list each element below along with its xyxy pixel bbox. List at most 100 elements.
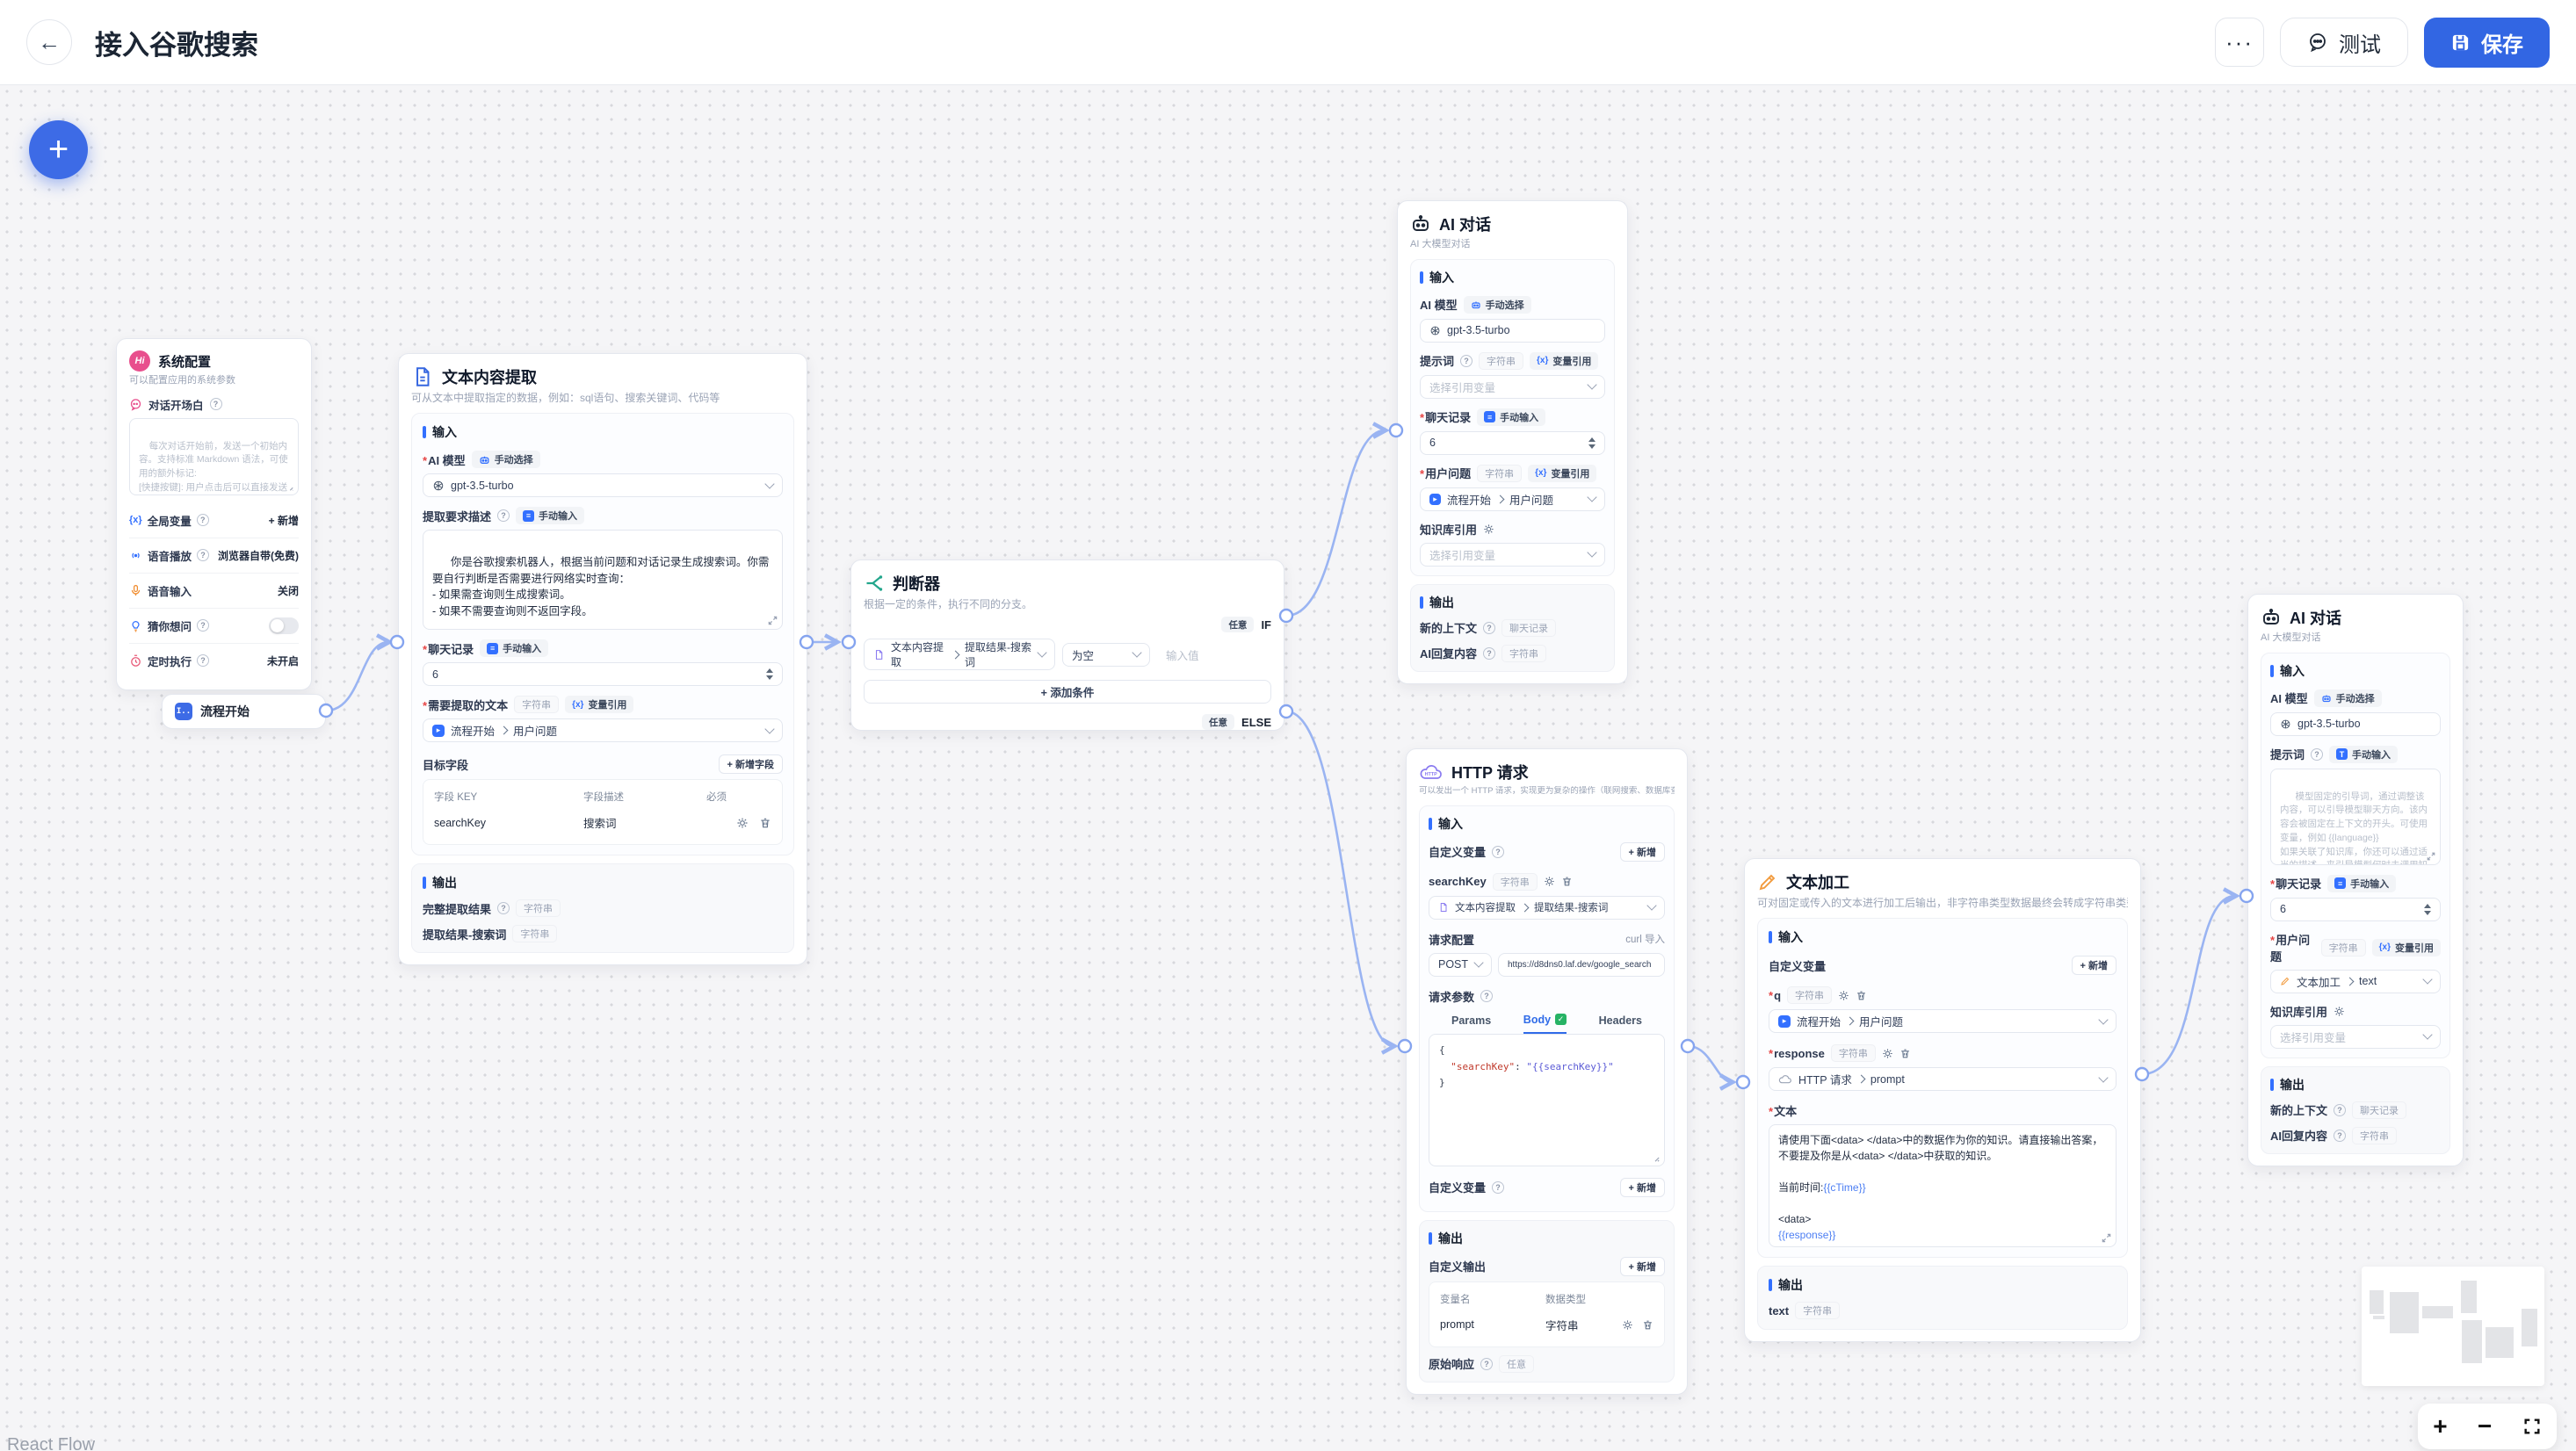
node-http-request[interactable]: HTTP HTTP 请求 可以发出一个 HTTP 请求，实现更为复杂的操作（联网… bbox=[1406, 748, 1688, 1395]
kb-var-select[interactable]: 选择引用变量 bbox=[1420, 542, 1605, 567]
node-ai-chat-right[interactable]: AI 对话 AI 大模型对话 输入 AI 模型 手动选择 gpt-3.5-tur… bbox=[2247, 594, 2464, 1166]
help-icon[interactable]: ? bbox=[497, 902, 510, 915]
node-text-extract[interactable]: 文本内容提取 可从文本中提取指定的数据，例如：sql语句、搜索关键词、代码等 输… bbox=[398, 353, 807, 966]
condition-operator-select[interactable]: 为空 bbox=[1062, 642, 1150, 667]
curl-import-button[interactable]: curl 导入 bbox=[1625, 935, 1665, 946]
any-badge[interactable]: 任意 bbox=[1202, 714, 1235, 731]
help-icon[interactable]: ? bbox=[197, 654, 210, 668]
gear-icon[interactable] bbox=[1622, 1319, 1633, 1331]
chat-rounds-input[interactable]: 6 bbox=[2270, 897, 2441, 921]
expand-icon[interactable] bbox=[2427, 852, 2435, 861]
var-ref-badge[interactable]: {x}变量引用 bbox=[1530, 351, 1599, 370]
gear-icon[interactable] bbox=[1483, 523, 1494, 535]
guess-toggle[interactable] bbox=[269, 617, 299, 634]
help-icon[interactable]: ? bbox=[1492, 845, 1505, 858]
tab-body[interactable]: Body✓ bbox=[1523, 1014, 1567, 1034]
model-select[interactable]: gpt-3.5-turbo bbox=[1420, 318, 1605, 343]
node-flow-start[interactable]: I.. 流程开始 bbox=[162, 694, 326, 729]
help-icon[interactable]: ? bbox=[197, 549, 210, 562]
add-var-button[interactable]: + 新增 bbox=[2071, 956, 2117, 976]
condition-value-input[interactable]: 输入值 bbox=[1166, 649, 1199, 662]
fit-view-button[interactable] bbox=[2522, 1417, 2542, 1436]
node-text-process[interactable]: 文本加工 可对固定或传入的文本进行加工后输出，非字符串类型数据最终会转成字符串类… bbox=[1744, 858, 2141, 1343]
node-ai-chat-top[interactable]: AI 对话 AI 大模型对话 输入 AI 模型 手动选择 gpt-3.5-tur… bbox=[1397, 200, 1628, 684]
gear-icon[interactable] bbox=[736, 817, 749, 829]
q-source-select[interactable]: ▸ 流程开始用户问题 bbox=[1769, 1009, 2117, 1034]
trash-icon[interactable] bbox=[1856, 990, 1867, 1001]
any-badge[interactable]: 任意 bbox=[1221, 617, 1255, 633]
manual-input-badge[interactable]: ≡手动输入 bbox=[1477, 408, 1546, 426]
trash-icon[interactable] bbox=[1561, 876, 1573, 887]
number-stepper[interactable] bbox=[766, 668, 773, 681]
chat-rounds-input[interactable]: 6 bbox=[1420, 430, 1605, 455]
help-icon[interactable]: ? bbox=[197, 619, 210, 632]
number-stepper[interactable] bbox=[2424, 903, 2431, 915]
prompt-textarea[interactable]: 模型固定的引导词，通过调整该内容，可以引导模型聊天方向。该内容会被固定在上下文的… bbox=[2270, 768, 2441, 865]
add-var-button[interactable]: + 新增 bbox=[1619, 1177, 1665, 1197]
add-condition-button[interactable]: + 添加条件 bbox=[864, 680, 1271, 704]
save-button[interactable]: 保存 bbox=[2424, 17, 2550, 68]
help-icon[interactable]: ? bbox=[1480, 990, 1494, 1003]
test-button[interactable]: 测试 bbox=[2280, 18, 2408, 67]
add-global-var-button[interactable]: + 新增 bbox=[268, 514, 299, 527]
gear-icon[interactable] bbox=[1882, 1048, 1893, 1059]
node-system-config[interactable]: Hi 系统配置 可以配置应用的系统参数 对话开场白 ? 每次对话开始前，发送一个… bbox=[116, 338, 312, 690]
help-icon[interactable]: ? bbox=[1460, 354, 1473, 367]
help-icon[interactable]: ? bbox=[497, 509, 510, 523]
help-icon[interactable]: ? bbox=[196, 514, 209, 527]
help-icon[interactable]: ? bbox=[1483, 646, 1496, 660]
help-icon[interactable]: ? bbox=[1480, 1357, 1494, 1370]
minimap[interactable] bbox=[2362, 1267, 2544, 1386]
number-stepper[interactable] bbox=[1588, 437, 1596, 449]
gear-icon[interactable] bbox=[1838, 990, 1849, 1001]
expand-icon[interactable] bbox=[768, 616, 778, 625]
trash-icon[interactable] bbox=[759, 817, 771, 829]
add-output-button[interactable]: + 新增 bbox=[1619, 1256, 1665, 1276]
opening-textarea[interactable]: 每次对话开始前，发送一个初始内容。支持标准 Markdown 语法，可使用的额外… bbox=[129, 417, 299, 495]
help-icon[interactable]: ? bbox=[209, 398, 222, 411]
help-icon[interactable]: ? bbox=[2334, 1103, 2347, 1116]
model-select[interactable]: gpt-3.5-turbo bbox=[423, 473, 783, 498]
expand-icon[interactable] bbox=[2102, 1233, 2111, 1243]
resize-handle-icon[interactable] bbox=[286, 483, 293, 491]
zoom-out-button[interactable]: − bbox=[2477, 1412, 2493, 1440]
manual-input-badge[interactable]: ≡手动输入 bbox=[2327, 874, 2397, 892]
manual-input-badge[interactable]: ≡手动输入 bbox=[516, 507, 585, 525]
manual-select-badge[interactable]: 手动选择 bbox=[1463, 295, 1531, 314]
chat-rounds-input[interactable]: 6 bbox=[423, 662, 783, 687]
tab-params[interactable]: Params bbox=[1451, 1014, 1492, 1027]
text-template-textarea[interactable]: 请使用下面<data> </data>中的数据作为你的知识。请直接输出答案，不要… bbox=[1769, 1124, 2117, 1248]
extract-source-select[interactable]: ▸ 流程开始用户问题 bbox=[423, 718, 783, 743]
manual-input-badge[interactable]: ≡手动输入 bbox=[480, 639, 549, 658]
model-select[interactable]: gpt-3.5-turbo bbox=[2270, 711, 2441, 736]
prompt-var-select[interactable]: 选择引用变量 bbox=[1420, 374, 1605, 399]
back-button[interactable]: ← bbox=[26, 19, 72, 65]
trash-icon[interactable] bbox=[1642, 1319, 1653, 1331]
gear-icon[interactable] bbox=[2334, 1006, 2345, 1017]
tts-value[interactable]: 浏览器自带(免费) bbox=[218, 549, 299, 562]
add-var-button[interactable]: + 新增 bbox=[1619, 841, 1665, 862]
user-question-select[interactable]: ▸ 流程开始用户问题 bbox=[1420, 487, 1605, 511]
zoom-in-button[interactable]: + bbox=[2433, 1412, 2448, 1440]
help-icon[interactable]: ? bbox=[1483, 621, 1496, 634]
trash-icon[interactable] bbox=[1899, 1048, 1911, 1059]
method-select[interactable]: POST bbox=[1429, 952, 1492, 977]
var-ref-badge[interactable]: {x}变量引用 bbox=[565, 696, 634, 714]
url-input[interactable]: https://d8dns0.laf.dev/google_search bbox=[1498, 952, 1665, 977]
stt-value[interactable]: 关闭 bbox=[277, 584, 299, 597]
help-icon[interactable]: ? bbox=[1492, 1180, 1505, 1194]
add-field-button[interactable]: + 新增字段 bbox=[718, 754, 783, 775]
extract-prompt-textarea[interactable]: 你是谷歌搜索机器人，根据当前问题和对话记录生成搜索词。你需要自行判断是否需要进行… bbox=[423, 530, 783, 631]
add-node-button[interactable]: + bbox=[29, 120, 88, 179]
var-ref-badge[interactable]: {x}变量引用 bbox=[2371, 938, 2441, 957]
manual-select-badge[interactable]: 手动选择 bbox=[2313, 689, 2382, 707]
tab-headers[interactable]: Headers bbox=[1598, 1014, 1642, 1027]
gear-icon[interactable] bbox=[1544, 876, 1555, 887]
var-source-select[interactable]: 文本内容提取提取结果-搜索词 bbox=[1429, 895, 1665, 920]
help-icon[interactable]: ? bbox=[2334, 1129, 2347, 1142]
body-json-editor[interactable]: { "searchKey": "{{searchKey}}" } bbox=[1429, 1033, 1665, 1166]
node-judge[interactable]: 判断器 根据一定的条件，执行不同的分支。 任意 IF 文本内容提取提取结果-搜索… bbox=[850, 559, 1284, 731]
